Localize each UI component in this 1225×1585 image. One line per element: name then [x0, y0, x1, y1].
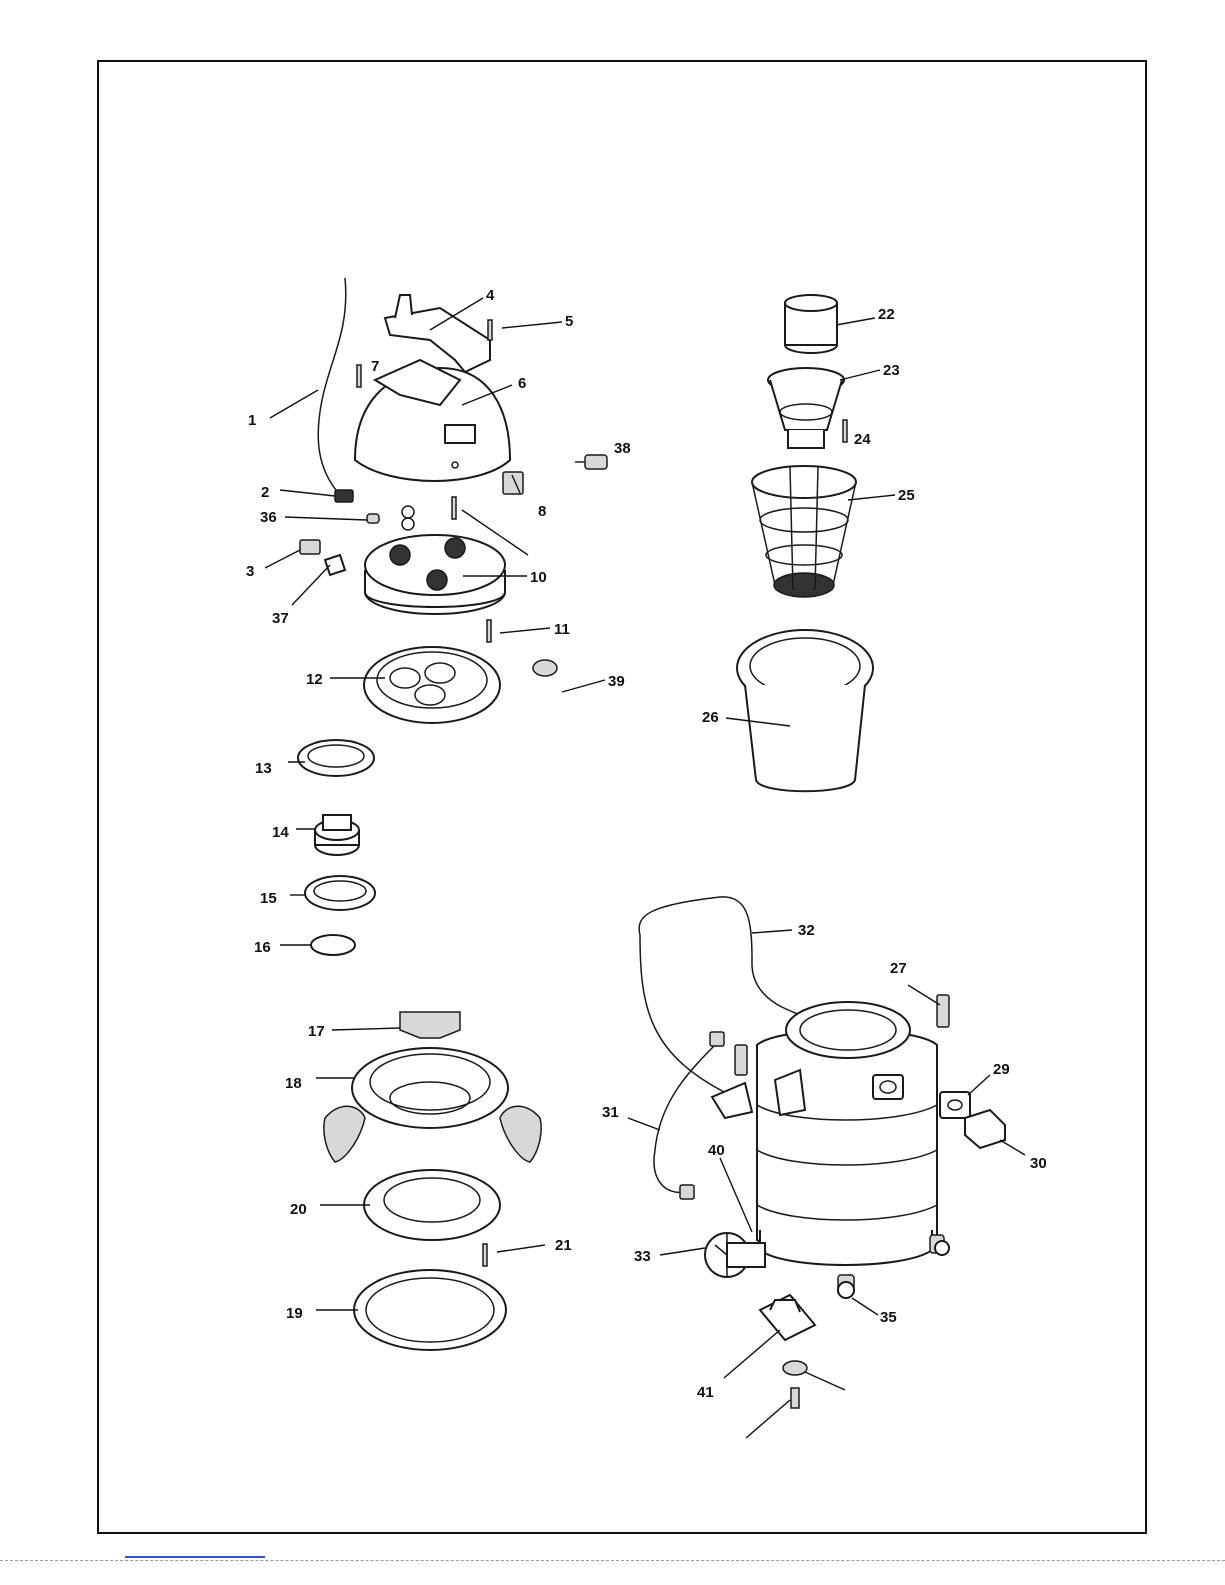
part-label-1: 1 [248, 412, 256, 429]
motor-cover [355, 360, 510, 481]
part-label-5: 5 [565, 313, 573, 330]
filter-17 [400, 1012, 460, 1038]
ring-15 [305, 876, 375, 910]
clip-left [735, 1045, 747, 1075]
hose-31 [654, 1032, 724, 1199]
filter-side-left [324, 1106, 365, 1162]
bracket-41 [760, 1295, 815, 1340]
part-label-8: 8 [538, 503, 546, 520]
part-label-29: 29 [993, 1061, 1010, 1078]
part-label-2: 2 [261, 484, 269, 501]
part-label-33: 33 [634, 1248, 651, 1265]
part-label-15: 15 [260, 890, 277, 907]
footer-link-underline [125, 1556, 265, 1558]
inlet-30 [965, 1110, 1005, 1148]
part-label-16: 16 [254, 939, 271, 956]
part-label-24: 24 [854, 431, 871, 448]
terminal-block-3 [300, 540, 320, 554]
washer [783, 1361, 807, 1375]
thermostat-39 [533, 660, 557, 676]
part-label-30: 30 [1030, 1155, 1047, 1172]
top-bracket [385, 295, 490, 372]
part-label-11: 11 [554, 621, 570, 638]
part-label-31: 31 [602, 1104, 619, 1121]
part-label-22: 22 [878, 306, 895, 323]
part-label-23: 23 [883, 362, 900, 379]
motor-housing-10 [365, 535, 505, 614]
connector-36 [367, 514, 379, 523]
part-label-32: 32 [798, 922, 815, 939]
part-label-6: 6 [518, 375, 526, 392]
switch-38 [575, 455, 607, 469]
part-label-39: 39 [608, 673, 625, 690]
part-label-21: 21 [555, 1237, 572, 1254]
base-18 [352, 1048, 508, 1128]
clip-37 [325, 555, 345, 575]
part-label-12: 12 [306, 671, 323, 688]
caster-right [930, 1235, 949, 1255]
filter-side-right [500, 1106, 541, 1162]
part-label-35: 35 [880, 1309, 897, 1326]
part-label-7: 7 [371, 358, 379, 375]
tank-body [757, 1002, 937, 1251]
tank-base [760, 1230, 932, 1265]
screw-21 [483, 1244, 487, 1266]
gasket-plate-12 [364, 647, 500, 723]
part-label-36: 36 [260, 509, 277, 526]
ring-19 [354, 1270, 506, 1350]
screw-7 [357, 365, 361, 387]
clip-27 [937, 995, 949, 1027]
part-label-27: 27 [890, 960, 907, 977]
caster-35 [838, 1275, 854, 1298]
gasket-29 [940, 1092, 970, 1118]
part-label-14: 14 [272, 824, 289, 841]
base-20 [364, 1170, 500, 1240]
sleeve-22 [785, 295, 837, 353]
part-label-17: 17 [308, 1023, 325, 1040]
screw-11 [487, 620, 491, 642]
ring-13 [298, 740, 374, 776]
filter-holder-23 [768, 368, 844, 448]
part-label-25: 25 [898, 487, 915, 504]
screw-24 [843, 420, 847, 442]
part-label-19: 19 [286, 1305, 303, 1322]
part-label-40: 40 [708, 1142, 725, 1159]
bolt [791, 1388, 799, 1408]
switch-8 [503, 472, 523, 494]
basket-25 [752, 466, 856, 597]
part-label-37: 37 [272, 610, 289, 627]
part-label-4: 4 [486, 287, 495, 304]
part-label-38: 38 [614, 440, 631, 457]
part-label-3: 3 [246, 563, 254, 580]
footer-rule [0, 1560, 1225, 1561]
screw-5 [488, 320, 492, 340]
screw-10 [452, 497, 456, 519]
ring-16 [311, 935, 355, 955]
part-label-10: 10 [530, 569, 547, 586]
part-label-41: 41 [697, 1384, 714, 1401]
grommet [402, 506, 414, 530]
part-label-26: 26 [702, 709, 719, 726]
container-26 [737, 630, 873, 791]
power-cord [318, 278, 353, 502]
part-label-13: 13 [255, 760, 272, 777]
part-label-18: 18 [285, 1075, 302, 1092]
motor-14 [315, 815, 359, 855]
part-label-20: 20 [290, 1201, 307, 1218]
